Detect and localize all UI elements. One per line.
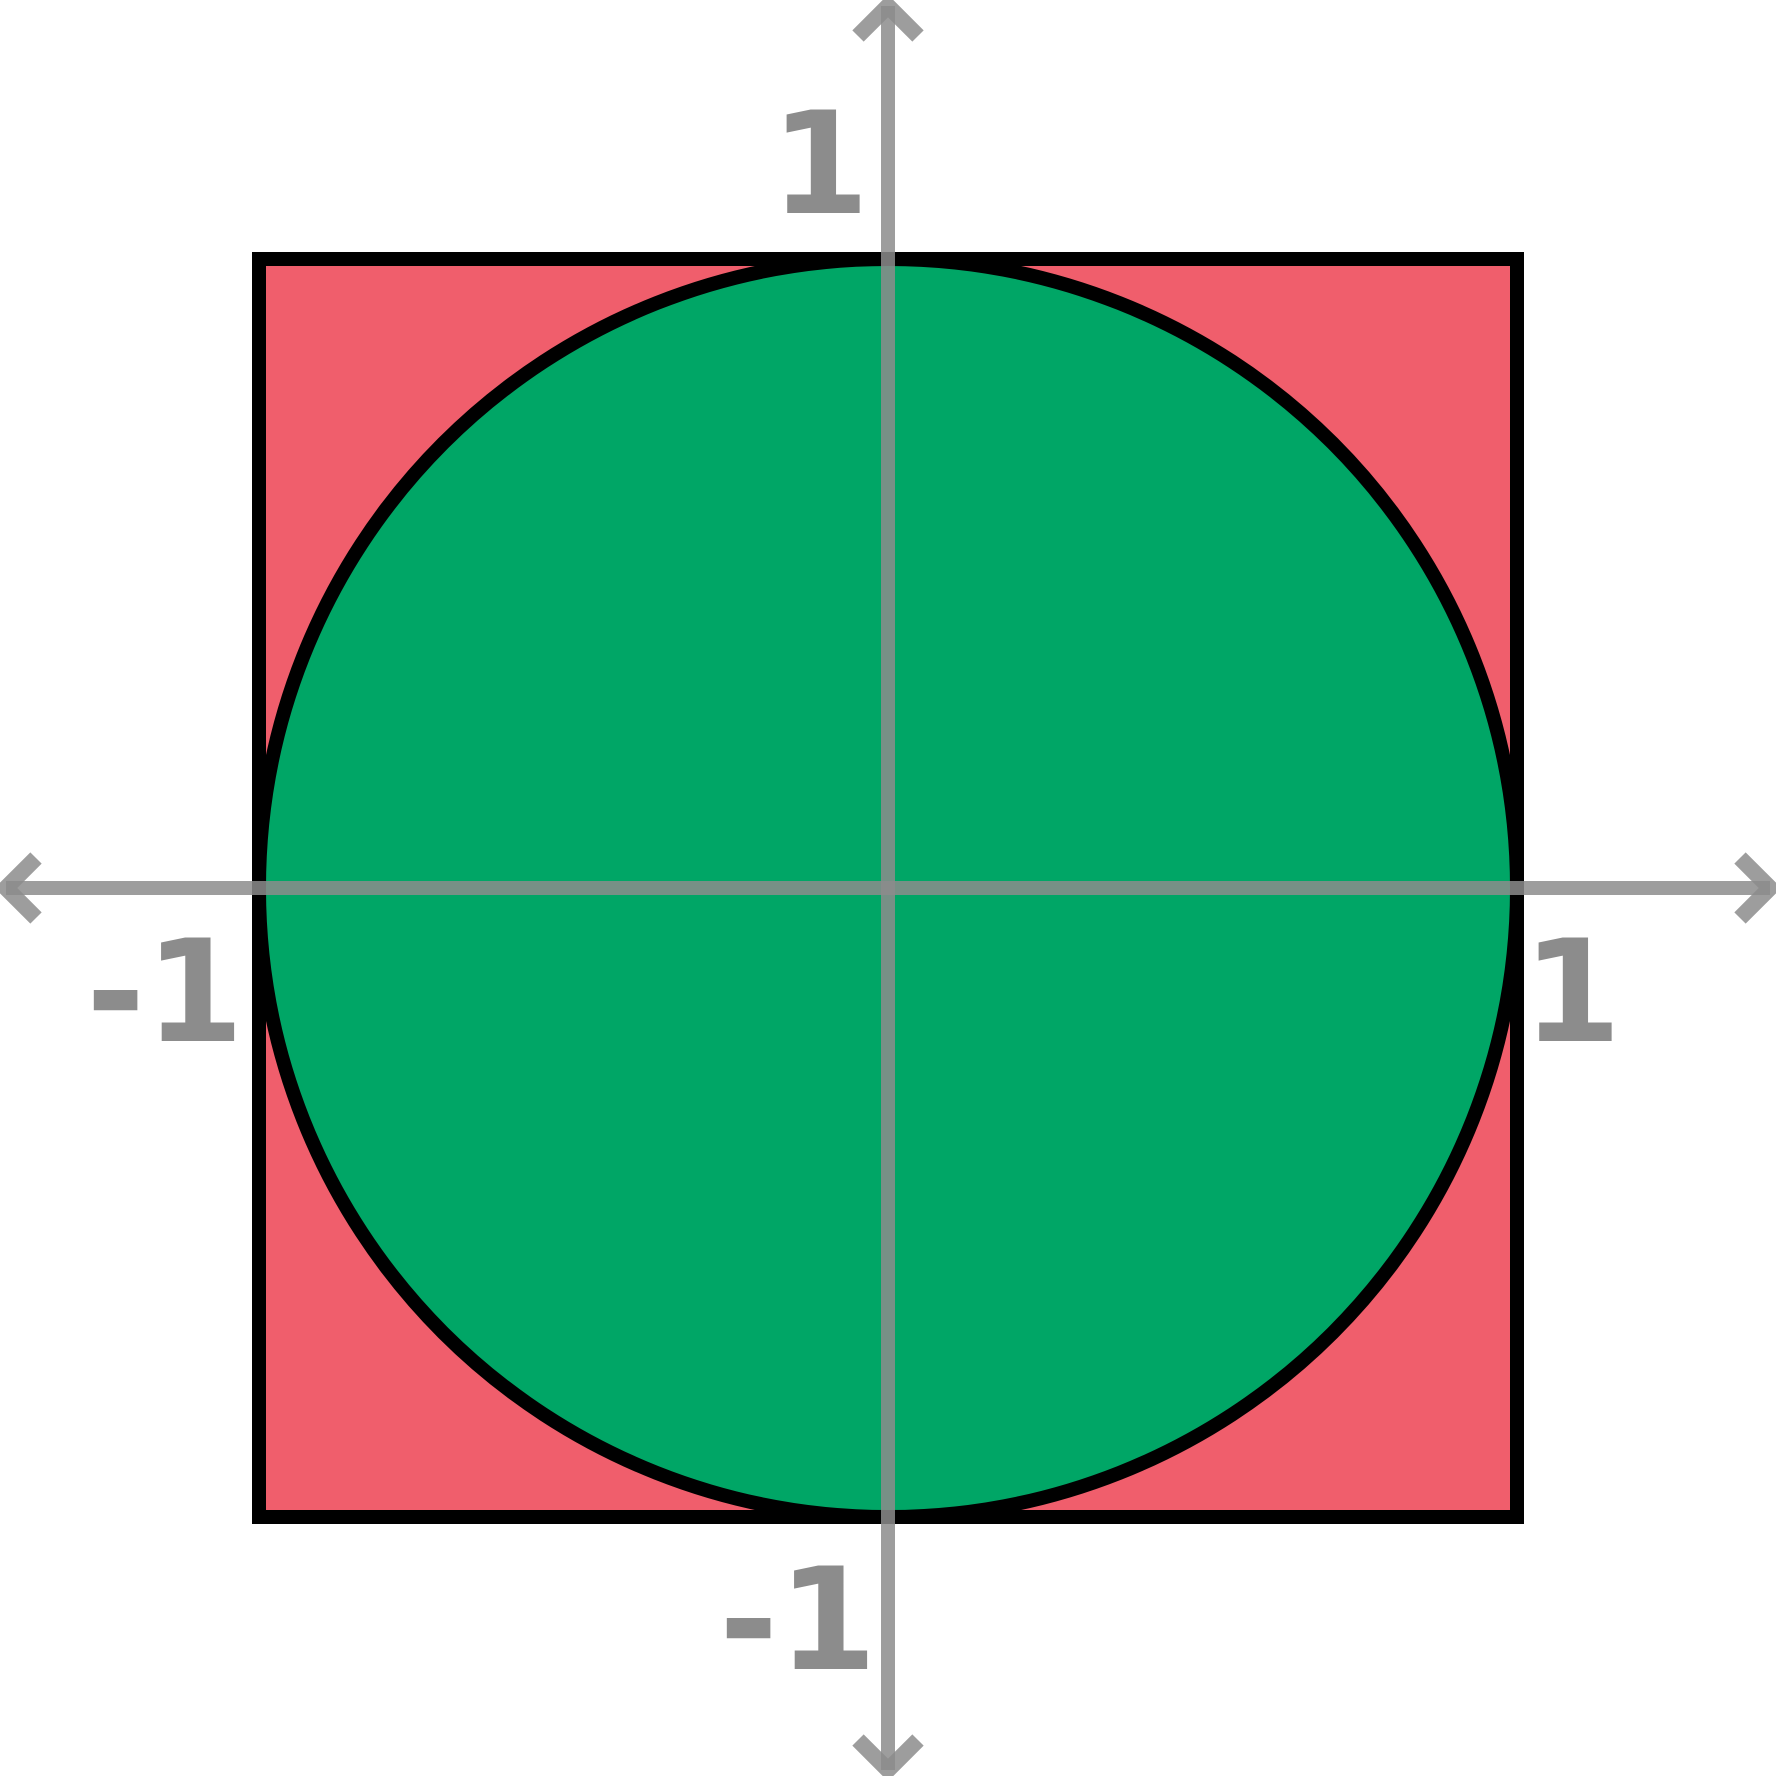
x-positive-label: 1 [1523,910,1622,1075]
y-negative-label: -1 [719,1538,877,1703]
y-axis-top-arrow-icon [852,0,924,42]
x-axis-left-arrow-icon [0,852,42,924]
x-axis-right-arrow-icon [1734,852,1776,924]
y-positive-label: 1 [771,82,870,247]
x-negative-label: -1 [86,910,244,1075]
y-axis-bottom-arrow-icon [852,1734,924,1776]
